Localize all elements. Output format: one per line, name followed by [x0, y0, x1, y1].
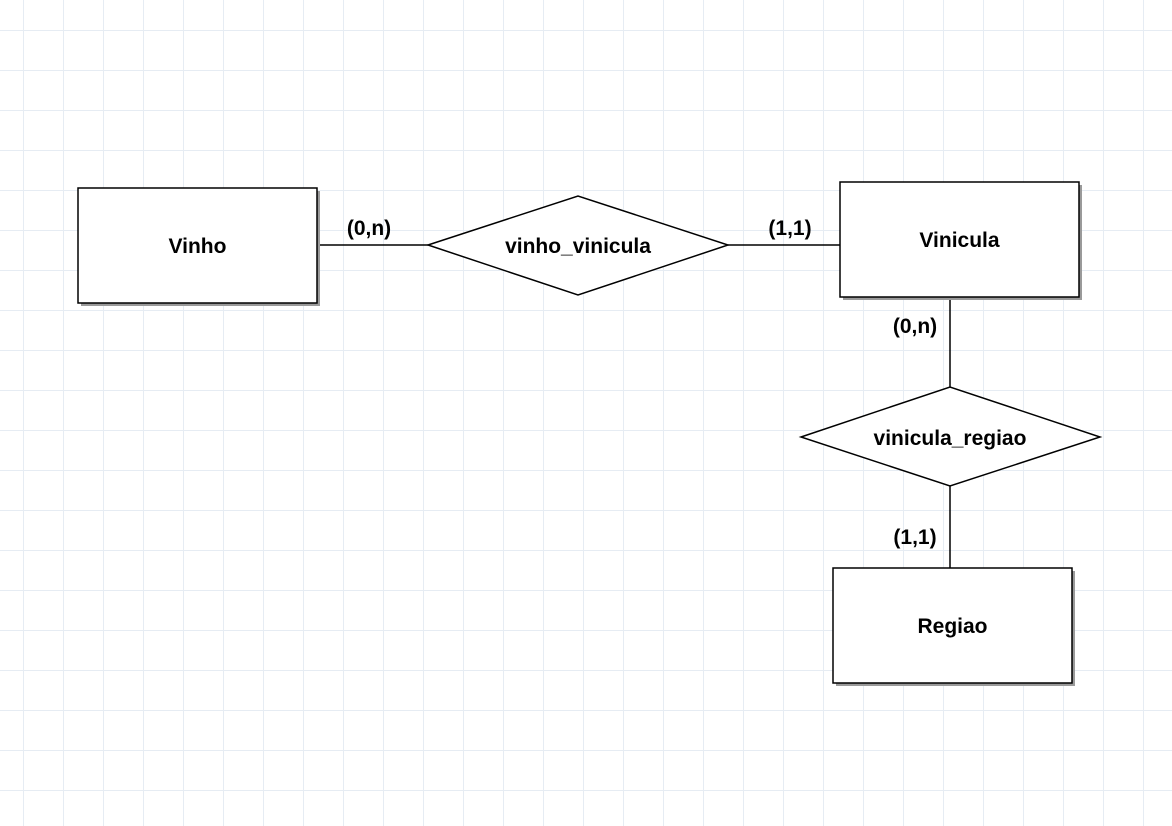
entity-vinho[interactable]: Vinho [77, 187, 320, 306]
relationship-vinho-vinicula[interactable]: vinho_vinicula [425, 195, 731, 296]
cardinality-regiao: (1,1) [893, 526, 936, 549]
relationship-vinicula-regiao[interactable]: vinicula_regiao [798, 386, 1103, 487]
entity-box[interactable] [77, 187, 318, 304]
cardinality-vinho: (0,n) [347, 217, 391, 240]
relationship-label-vinicula-regiao: vinicula_regiao [874, 427, 1027, 450]
relationship-label-vinho-vinicula: vinho_vinicula [505, 235, 651, 258]
entity-box[interactable] [839, 181, 1080, 298]
entity-label-vinicula: Vinicula [919, 229, 999, 252]
entity-regiao[interactable]: Regiao [832, 567, 1075, 686]
entity-label-regiao: Regiao [917, 615, 987, 638]
entity-box[interactable] [832, 567, 1073, 684]
entity-label-vinho: Vinho [169, 235, 227, 258]
cardinality-vinicula-left: (1,1) [768, 217, 811, 240]
entity-vinicula[interactable]: Vinicula [839, 181, 1082, 300]
relationship-diamond[interactable] [425, 195, 731, 296]
cardinality-vinicula-bottom: (0,n) [893, 315, 937, 338]
relationship-diamond[interactable] [798, 386, 1103, 487]
